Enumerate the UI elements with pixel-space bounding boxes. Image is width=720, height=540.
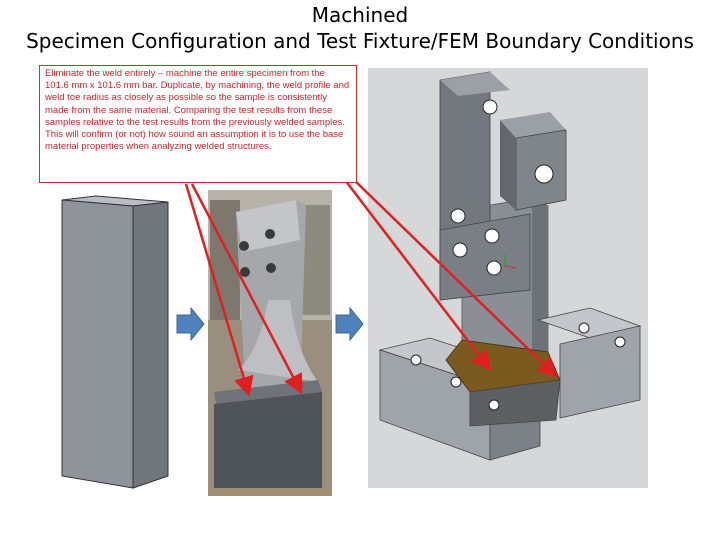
callout-arrow-1 [184,183,254,397]
flow-arrow-1-icon [176,306,205,342]
callout-arrow-2 [190,183,303,395]
callout-text: Eliminate the weld entirely – machine th… [45,68,350,153]
test-fixture-fem-model [368,68,648,488]
bar-stock-block [61,195,169,489]
callout-arrow-3 [344,179,492,371]
callout-box: Eliminate the weld entirely – machine th… [39,65,357,183]
slide-title-line1: Machined [311,3,409,27]
slide-title-line2: Specimen Configuration and Test Fixture/… [26,29,694,53]
callout-arrows [184,177,558,397]
flow-arrow-2-icon [335,306,364,342]
callout-arrow-4 [351,177,558,378]
machined-specimen-photo [208,190,332,496]
